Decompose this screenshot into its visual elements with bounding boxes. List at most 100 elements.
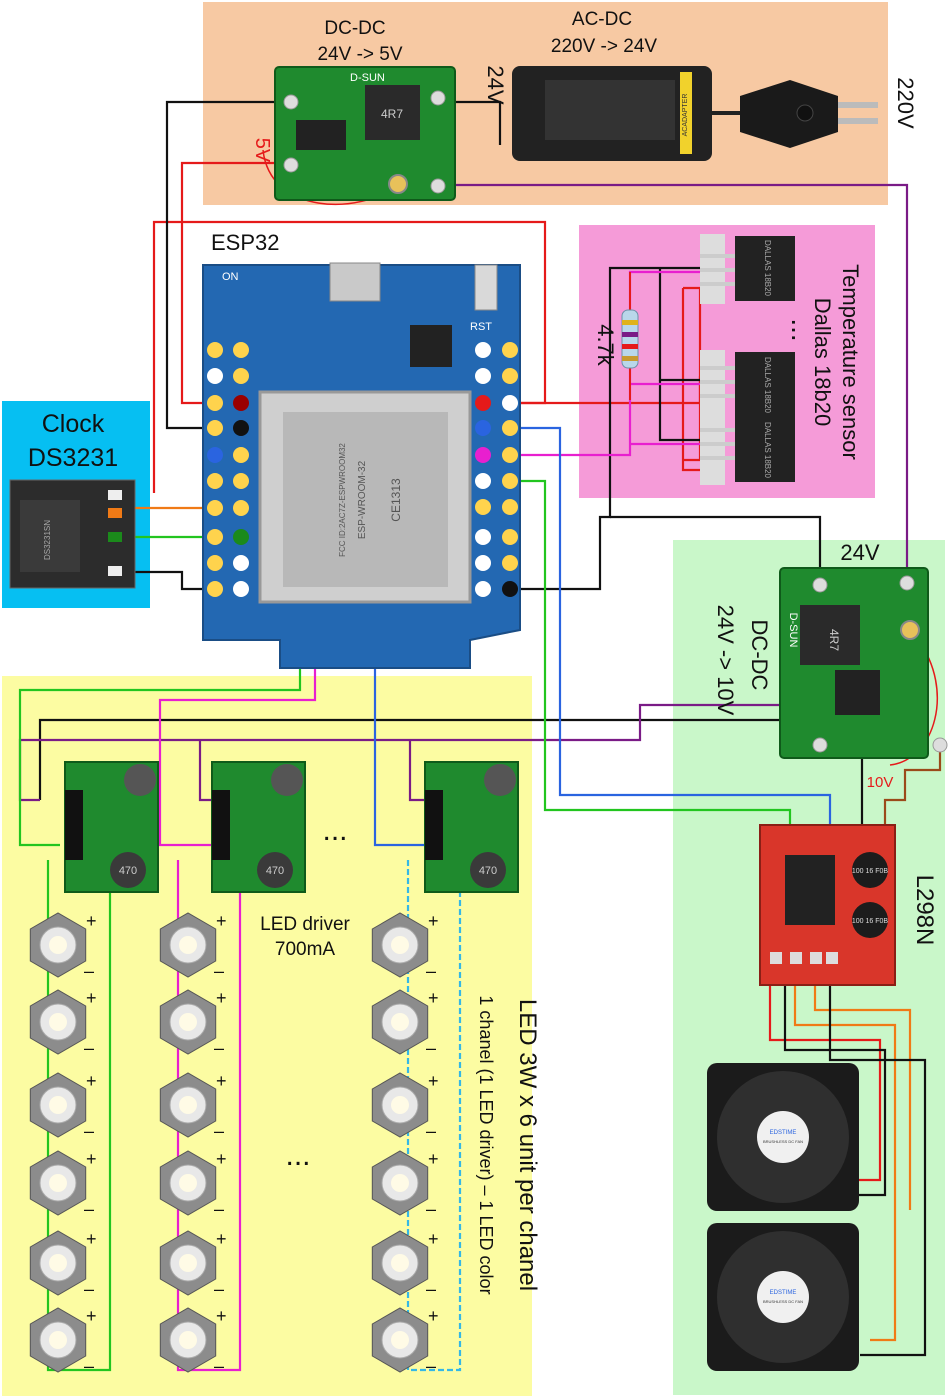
led-driver-label-2: 700mA [275, 939, 336, 960]
fan-1-label: BRUSHLESS DC FAN [763, 1139, 803, 1144]
wire-blue-esp [510, 426, 832, 860]
led-minus-sign: – [84, 1279, 94, 1299]
led-minus-sign: – [84, 961, 94, 981]
led-minus-sign: – [426, 1038, 436, 1058]
wire-10v-brown [883, 745, 942, 835]
led-star-3-4: +– [371, 1149, 439, 1219]
dcdc-right-ratio: 24V -> 10V [713, 605, 738, 716]
led-plus-sign: + [216, 1229, 227, 1249]
led-drivers-dots: ... [322, 814, 347, 847]
sensor-2-chip-text: DALLAS 18B20 [763, 357, 772, 414]
sensor-3-chip-text: DALLAS 18B20 [763, 422, 772, 479]
led-minus-sign: – [426, 1356, 436, 1376]
pullup-resistor [621, 272, 639, 400]
led-columns: +–+–+–+–+–+–+–+–+–+–+–+–+–+–+–+–+–+– [29, 911, 439, 1376]
acdc-in-label: 220V [893, 77, 918, 129]
esp32-pins-left [207, 342, 249, 597]
led-plus-sign: + [428, 1071, 439, 1091]
led-driver-label-1: LED driver [260, 914, 350, 935]
led-minus-sign: – [214, 1038, 224, 1058]
dcdc-right-brand: D-SUN [787, 613, 799, 648]
led-minus-sign: – [214, 1199, 224, 1219]
dcdc-right-title: DC-DC [747, 620, 772, 691]
dcdc-top-vout: 5V [251, 138, 273, 163]
esp32-ce-text: CE1313 [389, 478, 403, 522]
wire-black-fan1 [783, 962, 887, 1197]
wire-24v-purple [433, 183, 909, 583]
led-minus-sign: – [84, 1356, 94, 1376]
acdc-ratio: 220V -> 24V [551, 36, 657, 57]
esp32-board: ESP-WROOM-32 FCC ID:2AC7Z-ESPWROOM32 CE1… [202, 262, 521, 669]
led-star-3-6: +– [371, 1306, 439, 1376]
clock-chip-text: DS3231SN [43, 520, 52, 560]
wire-gnd-dcdc [610, 515, 822, 585]
wire-24v-drivers-3 [408, 740, 430, 802]
led-plus-sign: + [216, 1306, 227, 1326]
led-star-3-2: +– [371, 988, 439, 1058]
led-driver-1: 470 [64, 761, 159, 893]
led-minus-sign: – [426, 1199, 436, 1219]
esp32-title: ESP32 [211, 230, 280, 255]
led-plus-sign: + [216, 1071, 227, 1091]
sensor-1 [700, 234, 795, 304]
led-star-2-5: +– [159, 1229, 227, 1299]
dcdc-top-title: DC-DC [324, 18, 385, 39]
esp32-module-text: ESP-WROOM-32 [357, 460, 368, 539]
led-plus-sign: + [428, 988, 439, 1008]
sensor-1-chip-text: DALLAS 18B20 [763, 240, 772, 297]
led-vertical-label-1: LED 3W x 6 unit per chanel [514, 999, 541, 1291]
wire-gnd-sensors [510, 266, 720, 591]
led-plus-sign: + [86, 1306, 97, 1326]
temp-resistor-label: 4.7k [593, 324, 618, 367]
clock-title-2: DS3231 [28, 444, 118, 472]
led-plus-sign: + [86, 1149, 97, 1169]
led-star-2-4: +– [159, 1149, 227, 1219]
led-plus-sign: + [428, 1149, 439, 1169]
led-star-3-1: +– [371, 911, 439, 981]
led-dots: ... [285, 1139, 310, 1172]
svg-text:4R7: 4R7 [381, 107, 403, 121]
led-minus-sign: – [426, 961, 436, 981]
led-driver-3-inductor: 470 [479, 865, 497, 877]
led-star-2-2: +– [159, 988, 227, 1058]
sensor-3 [700, 415, 795, 485]
acdc-adapter: ACADAPTER [512, 66, 878, 161]
led-plus-sign: + [428, 911, 439, 931]
esp32-rst-label: RST [470, 321, 492, 333]
led-plus-sign: + [86, 1071, 97, 1091]
l298n-board: 100 16 F0B 100 16 F0B [759, 824, 896, 986]
led-star-2-1: +– [159, 911, 227, 981]
l298n-cap-1: 100 16 F0B [852, 868, 889, 875]
dcdc-right-vout: 10V [867, 774, 894, 791]
temp-sensors: DALLAS 18B20 DALLAS 18B20 DALLAS 18B20 [700, 234, 795, 485]
acdc-title: AC-DC [572, 9, 632, 30]
led-driver-2-inductor: 470 [266, 865, 284, 877]
led-star-3-5: +– [371, 1229, 439, 1299]
fan-2-label: BRUSHLESS DC FAN [763, 1299, 803, 1304]
fan-2-brand: EDSTIME [770, 1290, 797, 1296]
temp-title-2: Dallas 18b20 [810, 298, 835, 426]
dcdc-top-board: 4R7 D-SUN [274, 66, 456, 201]
temp-title-1: Temperature sensor [838, 264, 863, 460]
led-minus-sign: – [214, 1279, 224, 1299]
led-plus-sign: + [428, 1229, 439, 1249]
dcdc-right-vin: 24V [840, 540, 879, 565]
led-star-1-6: +– [29, 1306, 97, 1376]
sensor-2 [700, 350, 795, 420]
fan-2: EDSTIME BRUSHLESS DC FAN [707, 1223, 859, 1371]
led-driver-3: 470 [424, 761, 519, 893]
acdc-out-label: 24V [483, 65, 508, 104]
led-minus-sign: – [426, 1121, 436, 1141]
led-star-1-5: +– [29, 1229, 97, 1299]
led-star-3-3: +– [371, 1071, 439, 1141]
esp32-pins-right [475, 342, 518, 597]
acdc-adapter-text: ACADAPTER [682, 94, 689, 137]
svg-text:4R7: 4R7 [827, 629, 841, 651]
l298n-cap-2: 100 16 F0B [852, 918, 889, 925]
led-minus-sign: – [84, 1038, 94, 1058]
wire-red-fan1 [768, 962, 882, 1182]
led-star-2-3: +– [159, 1071, 227, 1141]
led-star-1-2: +– [29, 988, 97, 1058]
led-plus-sign: + [86, 1229, 97, 1249]
